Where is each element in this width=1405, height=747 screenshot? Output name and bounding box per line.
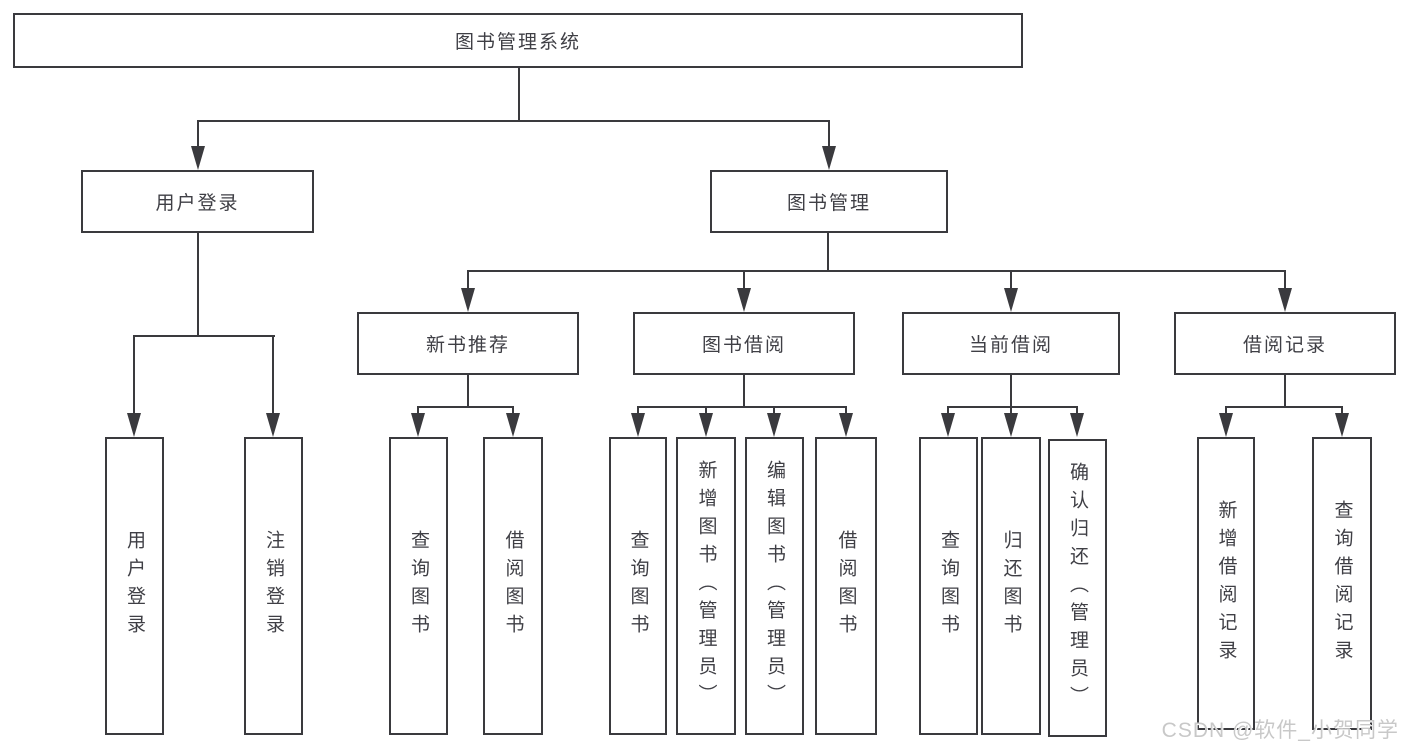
node-book-management: 图书管理 [710,170,948,233]
connector-line [512,406,514,416]
arrow-down-icon [1004,413,1018,437]
connector-line [417,406,419,416]
arrow-down-icon [461,288,475,312]
connector-line [773,406,775,416]
arrow-down-icon [699,413,713,437]
connector-line [197,120,199,148]
arrow-down-icon [191,146,205,170]
arrow-down-icon [767,413,781,437]
arrow-down-icon [1335,413,1349,437]
connector-line [845,406,847,416]
connector-line [947,406,949,416]
connector-line [1284,270,1286,290]
leaf-confirm-return-admin: 确认归还（管理员） [1048,439,1107,737]
connector-line [1010,270,1012,290]
connector-line [272,335,274,415]
connector-line [1010,375,1012,408]
node-current-borrow: 当前借阅 [902,312,1120,375]
arrow-down-icon [506,413,520,437]
connector-line [197,233,199,337]
connector-line [1341,406,1343,416]
connector-line [705,406,707,416]
leaf-borrow-book: 借阅图书 [815,437,877,735]
arrow-down-icon [631,413,645,437]
connector-line [133,335,275,337]
csdn-watermark: CSDN @软件_小贺同学 [1161,719,1399,742]
connector-line [133,335,135,415]
node-new-book-recommend: 新书推荐 [357,312,579,375]
node-root: 图书管理系统 [13,13,1023,68]
connector-line [1225,406,1343,408]
arrow-down-icon [941,413,955,437]
node-user-login: 用户登录 [81,170,314,233]
connector-line [743,270,745,290]
arrow-down-icon [1004,288,1018,312]
arrow-down-icon [1070,413,1084,437]
leaf-borrow-book-recommend: 借阅图书 [483,437,543,735]
connector-line [467,375,469,408]
connector-line [637,406,639,416]
leaf-add-book-admin: 新增图书（管理员） [676,437,736,735]
node-book-borrow: 图书借阅 [633,312,855,375]
connector-line [197,120,830,122]
leaf-query-borrow-record: 查询借阅记录 [1312,437,1372,730]
arrow-down-icon [839,413,853,437]
arrow-down-icon [411,413,425,437]
connector-line [743,375,745,408]
arrow-down-icon [266,413,280,437]
connector-line [828,120,830,148]
arrow-down-icon [127,413,141,437]
node-borrow-records: 借阅记录 [1174,312,1396,375]
connector-line [637,406,847,408]
leaf-query-book-recommend: 查询图书 [389,437,448,735]
connector-line [467,270,1286,272]
arrow-down-icon [1278,288,1292,312]
connector-line [1076,406,1078,416]
connector-line [518,68,520,121]
arrow-down-icon [1219,413,1233,437]
arrow-down-icon [822,146,836,170]
leaf-return-book: 归还图书 [981,437,1041,735]
leaf-query-book-borrow: 查询图书 [609,437,667,735]
connector-line [417,406,514,408]
connector-line [1010,406,1012,416]
connector-line [1284,375,1286,408]
leaf-query-book-current: 查询图书 [919,437,978,735]
connector-line [467,270,469,290]
arrow-down-icon [737,288,751,312]
leaf-edit-book-admin: 编辑图书（管理员） [745,437,804,735]
leaf-user-login: 用户登录 [105,437,164,735]
connector-line [827,233,829,272]
connector-line [1225,406,1227,416]
leaf-logout: 注销登录 [244,437,303,735]
connector-line [947,406,1078,408]
leaf-add-borrow-record: 新增借阅记录 [1197,437,1255,730]
